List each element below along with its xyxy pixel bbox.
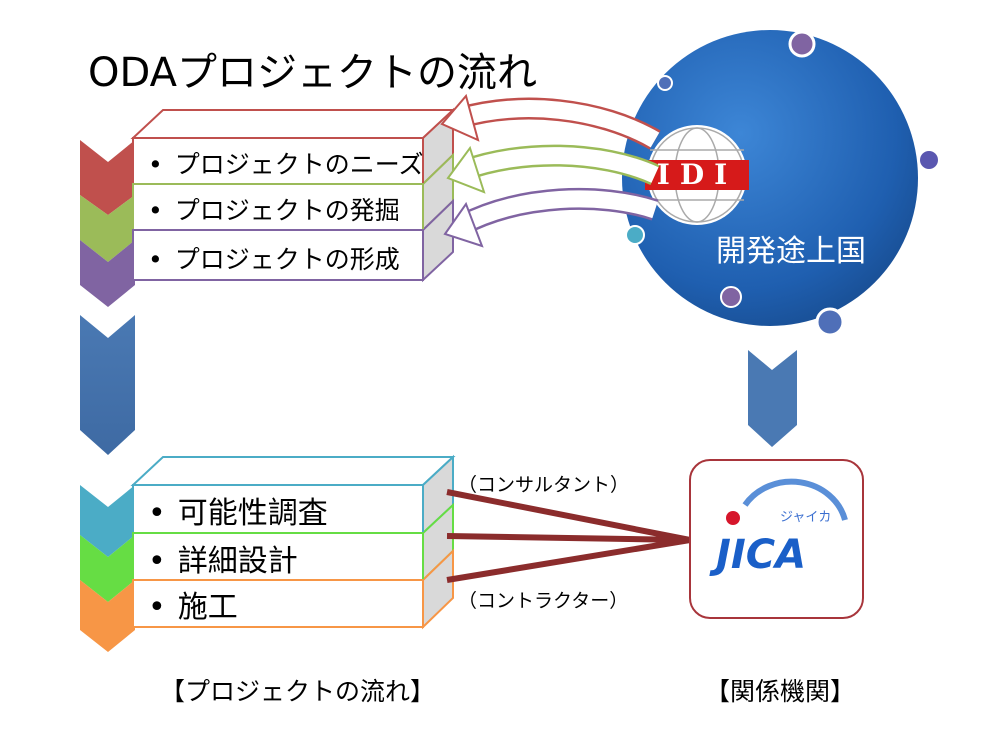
connector-construction	[446, 537, 691, 583]
idi-logo-icon	[645, 125, 749, 225]
orbit-dot-2	[657, 75, 673, 91]
step-design: •詳細設計	[148, 544, 298, 579]
step-construction: •施工	[148, 590, 238, 625]
box-front-discovery	[132, 183, 424, 231]
step-needs: •プロジェクトのニーズ	[148, 150, 424, 179]
orbit-dot-6	[815, 307, 845, 337]
orbit-dot-5	[720, 286, 742, 308]
jica-box	[689, 459, 864, 619]
globe-label: 開発途上国	[716, 234, 866, 269]
page-title: ODAプロジェクトの流れ	[88, 50, 537, 96]
jica-logo-icon	[726, 478, 848, 525]
step-design-label: 詳細設計	[177, 544, 298, 579]
box-top-lower	[130, 456, 456, 486]
arrow-to-needs	[440, 93, 661, 150]
box-top-upper	[130, 109, 456, 139]
consultant-label: （コンサルタント）	[458, 474, 630, 496]
caption-right: 【関係機関】	[705, 677, 856, 706]
step-formation-label: プロジェクトの形成	[174, 245, 400, 274]
box-front-needs	[132, 137, 424, 185]
orbit-dot-1	[788, 30, 816, 58]
chevron-design	[80, 535, 135, 602]
arrow-to-formation	[443, 187, 659, 248]
step-feasibility: •可能性調査	[148, 496, 328, 531]
globe	[622, 30, 918, 326]
box-front-construction	[132, 579, 424, 628]
box-front-formation	[132, 229, 424, 281]
globe-down-arrow	[748, 350, 797, 447]
chevron-feasibility	[80, 485, 135, 557]
arrow-to-discovery	[446, 144, 660, 194]
chevron-discovery	[80, 195, 135, 262]
step-construction-label: 施工	[177, 590, 238, 625]
caption-left: 【プロジェクトの流れ】	[160, 677, 436, 706]
jica-kana: ジャイカ	[780, 510, 832, 525]
flow-down-arrow	[80, 315, 135, 455]
step-formation: •プロジェクトの形成	[148, 245, 400, 274]
connector-design	[446, 533, 691, 543]
idi-logo-text: IDI	[656, 158, 738, 191]
step-needs-label: プロジェクトのニーズ	[174, 150, 424, 179]
contractor-label: （コントラクター）	[458, 590, 629, 612]
orbit-dot-4	[625, 225, 645, 245]
box-front-design	[132, 532, 424, 581]
chevron-formation	[80, 240, 135, 307]
orbit-dot-3	[920, 151, 938, 169]
step-discovery-label: プロジェクトの発掘	[174, 196, 400, 225]
jica-logo-text: JICA	[716, 532, 807, 578]
chevron-needs	[80, 140, 135, 215]
connector-feasibility	[446, 489, 691, 543]
chevron-construction	[80, 580, 135, 652]
box-front-feasibility	[132, 484, 424, 534]
step-discovery: •プロジェクトの発掘	[148, 196, 400, 225]
step-feasibility-label: 可能性調査	[177, 496, 328, 531]
